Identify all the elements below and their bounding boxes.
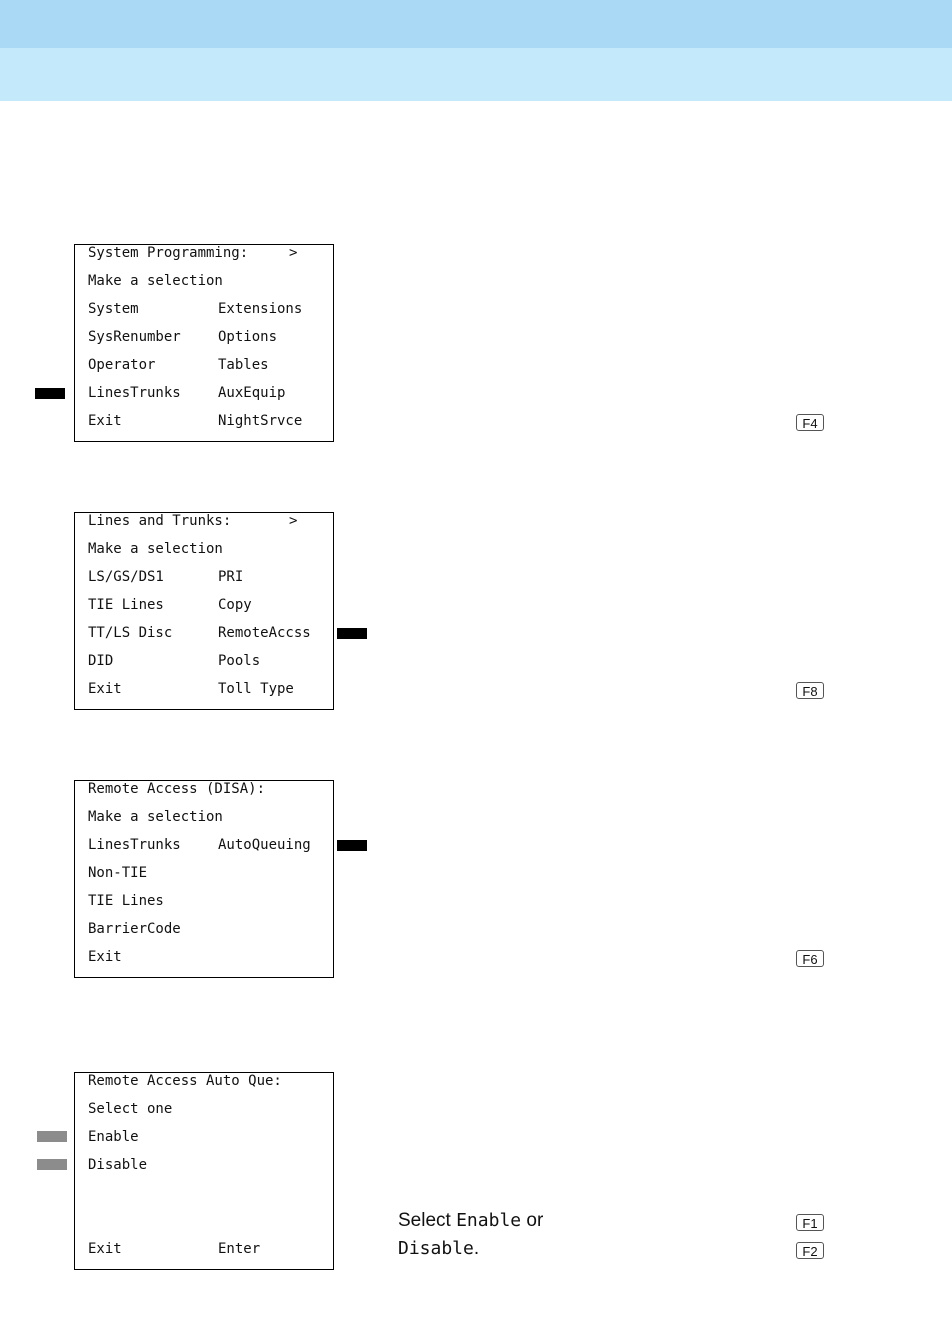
option-remoteaccss[interactable]: RemoteAccss	[218, 625, 311, 641]
screen-prompt: Select one	[88, 1101, 173, 1117]
option-tie-lines[interactable]: TIE Lines	[88, 597, 164, 613]
option-exit[interactable]: Exit	[88, 681, 122, 697]
option-tie-lines[interactable]: TIE Lines	[88, 893, 164, 909]
choice-marker-disable	[37, 1159, 67, 1170]
instruction-option-enable: Enable	[456, 1210, 522, 1231]
instruction-line-1: Select Enable or	[398, 1210, 543, 1232]
function-key-f8[interactable]: F8	[796, 682, 824, 699]
instruction-text: or	[521, 1210, 544, 1231]
option-enable[interactable]: Enable	[88, 1129, 139, 1145]
function-key-f4[interactable]: F4	[796, 414, 824, 431]
screen-title: Lines and Trunks:	[88, 513, 232, 529]
option-exit[interactable]: Exit	[88, 1241, 122, 1257]
option-options[interactable]: Options	[218, 329, 278, 345]
header-band-top	[0, 0, 952, 48]
display-screen-system-programming: System Programming: > Make a selection S…	[74, 244, 334, 442]
screen-prompt: Make a selection	[88, 809, 223, 825]
option-exit[interactable]: Exit	[88, 413, 122, 429]
function-key-f6[interactable]: F6	[796, 950, 824, 967]
instruction-line-2: Disable.	[398, 1238, 479, 1260]
screen-prompt: Make a selection	[88, 273, 223, 289]
display-screen-lines-and-trunks: Lines and Trunks: > Make a selection LS/…	[74, 512, 334, 710]
option-exit[interactable]: Exit	[88, 949, 122, 965]
option-system[interactable]: System	[88, 301, 139, 317]
screen-prompt: Make a selection	[88, 541, 223, 557]
choice-marker-enable	[37, 1131, 67, 1142]
screen-title: System Programming:	[88, 245, 249, 261]
option-sysrenumber[interactable]: SysRenumber	[88, 329, 181, 345]
option-toll-type[interactable]: Toll Type	[218, 681, 294, 697]
header-band-bottom	[0, 48, 952, 101]
more-arrow: >	[289, 513, 298, 529]
option-tt-ls-disc[interactable]: TT/LS Disc	[88, 625, 173, 641]
function-key-f2[interactable]: F2	[796, 1242, 824, 1259]
selection-marker	[337, 628, 367, 639]
option-did[interactable]: DID	[88, 653, 114, 669]
instruction-text: .	[473, 1238, 480, 1259]
option-nightsrvce[interactable]: NightSrvce	[218, 413, 303, 429]
function-key-f1[interactable]: F1	[796, 1214, 824, 1231]
option-non-tie[interactable]: Non-TIE	[88, 865, 148, 881]
option-auxequip[interactable]: AuxEquip	[218, 385, 286, 401]
display-screen-remote-access-auto-que: Remote Access Auto Que: Select one Enabl…	[74, 1072, 334, 1270]
instruction-text: Select	[398, 1210, 457, 1231]
option-pri[interactable]: PRI	[218, 569, 244, 585]
option-extensions[interactable]: Extensions	[218, 301, 303, 317]
option-copy[interactable]: Copy	[218, 597, 252, 613]
option-disable[interactable]: Disable	[88, 1157, 148, 1173]
option-ls-gs-ds1[interactable]: LS/GS/DS1	[88, 569, 164, 585]
more-arrow: >	[289, 245, 298, 261]
option-autoqueuing[interactable]: AutoQueuing	[218, 837, 311, 853]
screen-title: Remote Access Auto Que:	[88, 1073, 282, 1089]
instruction-option-disable: Disable	[398, 1238, 474, 1259]
selection-marker	[337, 840, 367, 851]
option-pools[interactable]: Pools	[218, 653, 261, 669]
selection-marker	[35, 388, 65, 399]
option-linestrunks[interactable]: LinesTrunks	[88, 385, 181, 401]
display-screen-remote-access: Remote Access (DISA): Make a selection L…	[74, 780, 334, 978]
option-linestrunks[interactable]: LinesTrunks	[88, 837, 181, 853]
option-enter[interactable]: Enter	[218, 1241, 261, 1257]
option-barriercode[interactable]: BarrierCode	[88, 921, 181, 937]
option-tables[interactable]: Tables	[218, 357, 269, 373]
screen-title: Remote Access (DISA):	[88, 781, 266, 797]
option-operator[interactable]: Operator	[88, 357, 156, 373]
